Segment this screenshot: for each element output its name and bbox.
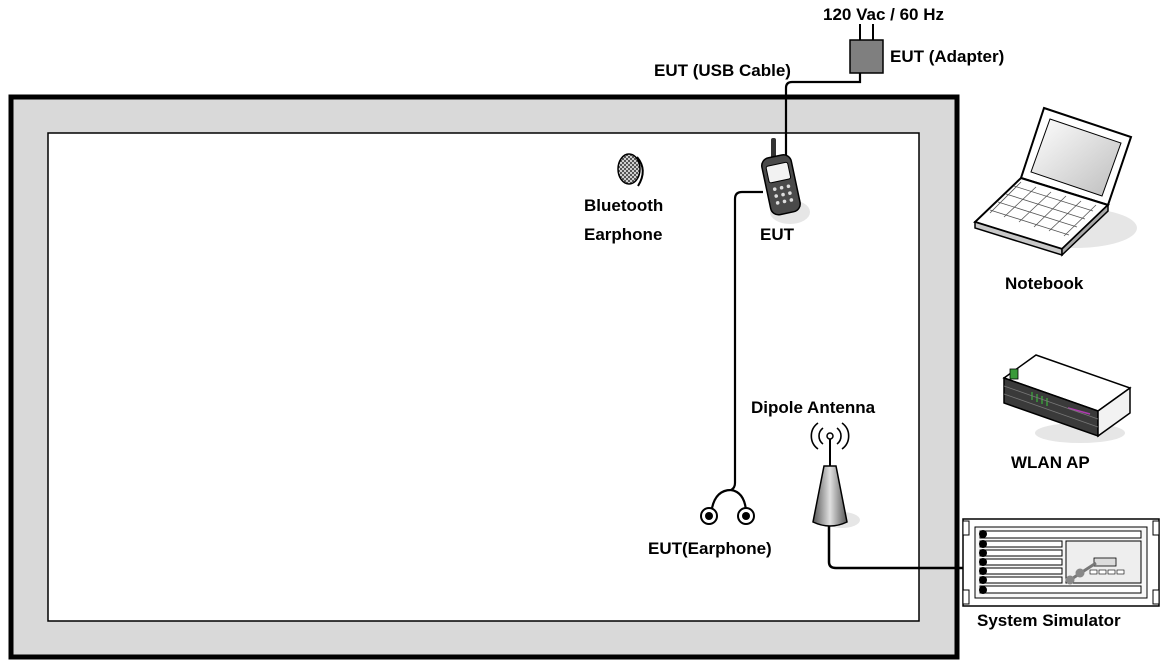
bluetooth-earphone-label-line2: Earphone	[584, 225, 662, 244]
antenna-icon	[810, 422, 860, 528]
dipole-antenna-label: Dipole Antenna	[751, 398, 876, 417]
antenna-cable	[827, 525, 978, 570]
earphone-label: EUT(Earphone)	[648, 539, 772, 558]
bluetooth-earphone-label-line1: Bluetooth	[584, 196, 663, 215]
power-label: 120 Vac / 60 Hz	[823, 5, 944, 24]
eut-label: EUT	[760, 225, 795, 244]
notebook-label: Notebook	[1005, 274, 1084, 293]
earphone-icon	[700, 507, 755, 525]
phone-icon	[761, 138, 810, 224]
usb-cable	[784, 67, 862, 160]
wlan-ap-icon	[1002, 354, 1132, 443]
system-simulator-label: System Simulator	[977, 611, 1121, 630]
bluetooth-earphone-icon	[617, 153, 644, 187]
adapter-label: EUT (Adapter)	[890, 47, 1004, 66]
usb-cable-label: EUT (USB Cable)	[654, 61, 791, 80]
system-simulator-icon	[962, 518, 1160, 607]
notebook-icon	[973, 106, 1137, 257]
adapter-icon	[849, 24, 884, 74]
wlan-ap-label: WLAN AP	[1011, 453, 1090, 472]
earphone-cable	[709, 190, 763, 513]
